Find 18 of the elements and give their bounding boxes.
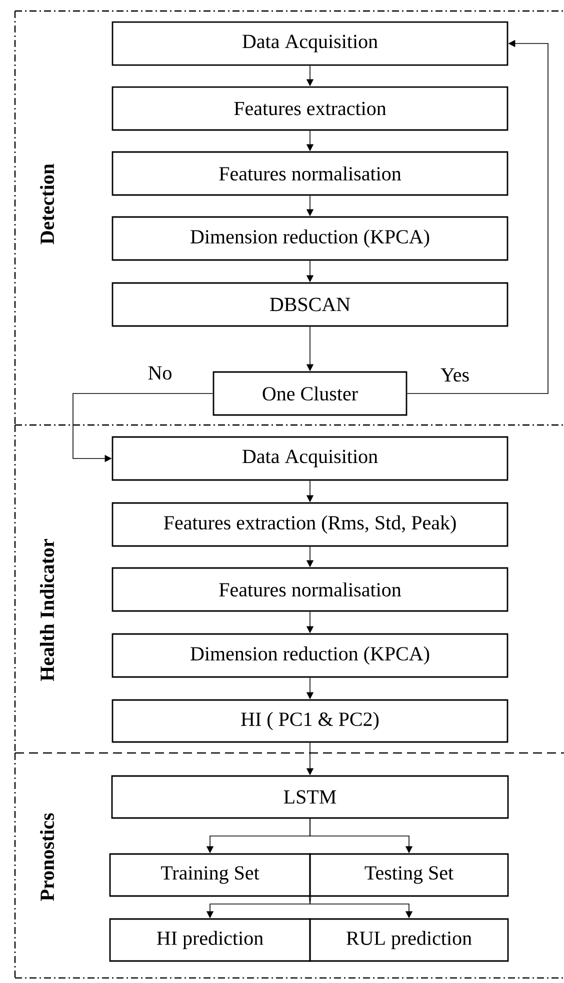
process-box: RUL prediction (309, 918, 509, 962)
process-box: Dimension reduction (KPCA) (112, 216, 508, 261)
edge-label: No (146, 365, 174, 381)
process-box: Dimension reduction (KPCA) (112, 633, 508, 678)
process-box: HI prediction (109, 918, 311, 962)
edge-label: Yes (439, 367, 471, 383)
process-box: Features extraction (112, 86, 508, 131)
process-box: Testing Set (309, 853, 509, 897)
process-box: Training Set (109, 853, 311, 897)
process-box: Features extraction (Rms, Std, Peak) (112, 502, 508, 547)
process-box: HI ( PC1 & PC2) (112, 699, 508, 743)
process-box: One Cluster (212, 371, 408, 416)
process-box: Features normalisation (112, 567, 508, 612)
process-box: DBSCAN (112, 282, 508, 327)
process-box: Data Acquisition (112, 21, 508, 66)
process-box: Data Acquisition (112, 436, 508, 481)
process-box: Features normalisation (112, 151, 508, 196)
process-box: LSTM (111, 775, 509, 819)
